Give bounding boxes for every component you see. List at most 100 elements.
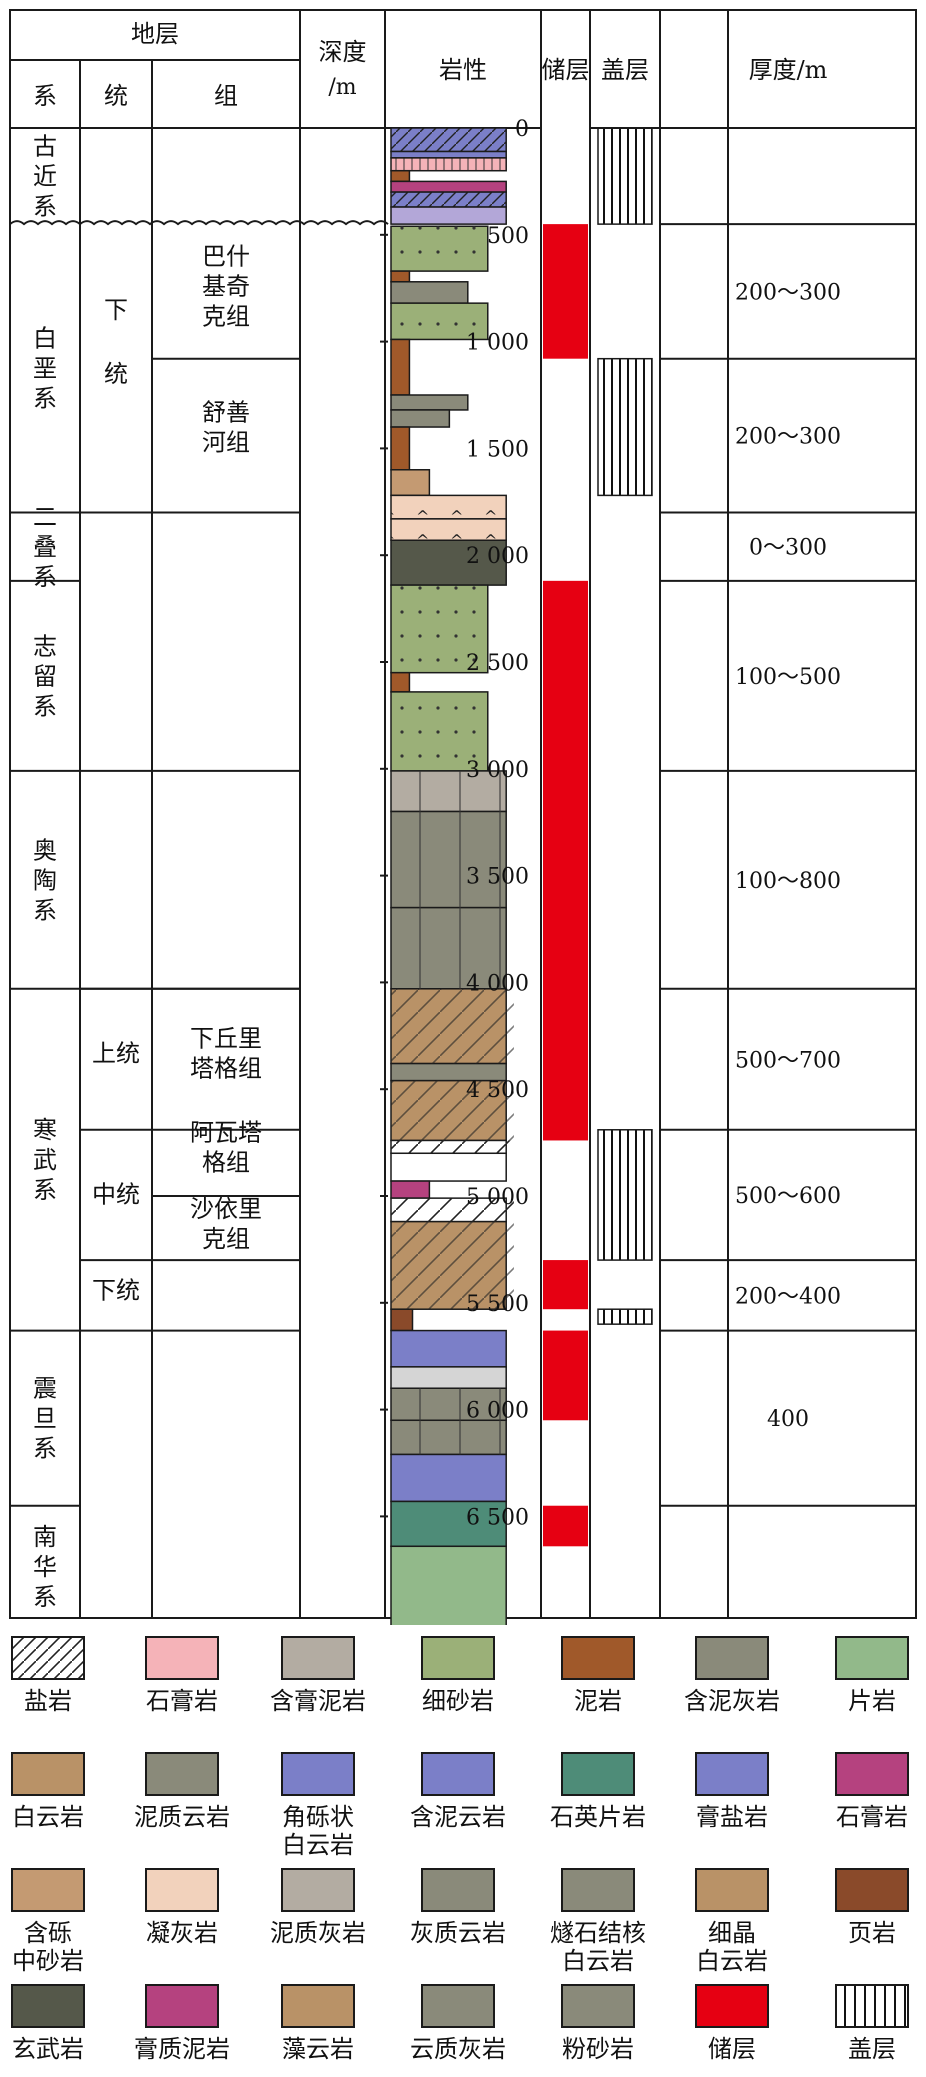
system-label: 震	[33, 1375, 57, 1403]
reservoir-interval	[543, 1260, 588, 1310]
header-depth: 深度	[319, 38, 367, 66]
lithology-layer	[390, 270, 411, 283]
legend-item-tuff: 凝灰岩	[145, 1868, 219, 1947]
series-label: 中统	[92, 1180, 140, 1208]
header-reservoir: 储层	[542, 56, 590, 84]
legend-label: 云质灰岩	[410, 2035, 506, 2063]
legend-swatch	[695, 1868, 769, 1912]
legend-item-silt: 粉砂岩	[561, 1984, 635, 2063]
depth-tick: 6 000	[466, 1399, 529, 1424]
legend-label: 石膏岩	[146, 1687, 218, 1715]
legend-label: 细晶	[708, 1919, 756, 1947]
legend-item-algal_dolo: 藻云岩	[281, 1984, 355, 2063]
legend-swatch	[421, 1636, 495, 1680]
legend-label: 膏盐岩	[696, 1803, 768, 1831]
header-depth-unit: /m	[328, 75, 356, 100]
salt-pattern	[391, 1198, 514, 1222]
thickness-value: 200～300	[735, 280, 841, 305]
legend-label: 白云岩	[696, 1947, 768, 1975]
formation-label: 沙依里	[190, 1195, 262, 1223]
legend-item-schist: 片岩	[835, 1636, 909, 1715]
legend-item-reservoir: 储层	[695, 1984, 769, 2063]
limestone-pattern	[391, 1420, 514, 1455]
system-label: 奥	[33, 836, 57, 864]
thickness-value: 0～300	[749, 536, 827, 561]
system-label: 系	[33, 1435, 57, 1463]
legend-label: 粉砂岩	[562, 2035, 634, 2063]
system-label: 旦	[33, 1405, 57, 1433]
lithology-layer	[390, 1453, 507, 1503]
lithology-legend: 盐岩石膏岩含膏泥岩细砂岩泥岩含泥灰岩片岩白云岩泥质云岩角砾状白云岩含泥云岩石英片…	[11, 1636, 909, 2063]
lithology-layer	[390, 191, 507, 208]
legend-label: 角砾状	[282, 1803, 354, 1831]
salt-pattern	[391, 1140, 514, 1154]
system-label: 华	[33, 1553, 57, 1581]
lithology-layer	[390, 1152, 507, 1182]
depth-tick: 4 500	[466, 1078, 529, 1103]
tuff-pattern	[391, 495, 514, 541]
caprock-interval	[597, 1129, 653, 1261]
legend-swatch	[561, 1984, 635, 2028]
legend-swatch	[281, 1752, 355, 1796]
legend-label: 细砂岩	[422, 1687, 494, 1715]
legend-swatch	[835, 1868, 909, 1912]
legend-swatch	[695, 1752, 769, 1796]
lithology-layer	[390, 409, 451, 428]
legend-swatch	[421, 1752, 495, 1796]
depth-tick: 3 000	[466, 758, 529, 783]
system-label: 近	[33, 162, 57, 190]
legend-item-gyp_mud: 含膏泥岩	[270, 1636, 366, 1715]
legend-label: 盖层	[848, 2035, 896, 2063]
header-strata: 地层	[131, 20, 179, 48]
series-label: 上统	[92, 1039, 140, 1067]
lithology-layer	[390, 157, 507, 172]
sand-dots	[395, 303, 484, 340]
depth-tick: 4 000	[466, 971, 529, 996]
system-label: 叠	[33, 533, 57, 561]
limestone-pattern	[391, 770, 514, 812]
lithology-layer	[390, 1308, 414, 1332]
legend-swatch	[145, 1752, 219, 1796]
legend-swatch	[281, 1636, 355, 1680]
lithology-layer	[390, 150, 507, 159]
header-lithology: 岩性	[439, 56, 487, 84]
legend-swatch	[145, 1868, 219, 1912]
legend-label: 藻云岩	[282, 2035, 354, 2063]
lithology-layer	[390, 169, 411, 183]
system-label: 志	[33, 632, 57, 660]
sand-dots	[395, 585, 484, 673]
legend-item-fine_sand: 细砂岩	[421, 1636, 495, 1715]
system-label: 系	[33, 563, 57, 591]
legend-label: 中砂岩	[12, 1947, 84, 1975]
thickness-value: 200～400	[735, 1284, 841, 1309]
legend-label: 玄武岩	[12, 2035, 84, 2063]
system-label: 垩	[33, 355, 57, 383]
legend-item-mud: 泥岩	[561, 1636, 635, 1715]
formation-label: 格组	[202, 1148, 250, 1176]
legend-label: 页岩	[848, 1919, 896, 1947]
legend-item-qtz_schist: 石英片岩	[550, 1752, 646, 1831]
legend-swatch	[421, 1868, 495, 1912]
legend-label: 含砾	[24, 1919, 72, 1947]
header-thickness: 厚度/m	[749, 56, 828, 84]
system-label: 系	[33, 192, 57, 220]
lithology-layer	[390, 1366, 507, 1389]
legend-item-lime_dolo: 灰质云岩	[410, 1868, 506, 1947]
legend-item-dolo: 白云岩	[11, 1752, 85, 1831]
legend-swatch	[11, 1636, 85, 1680]
depth-tick: 2 500	[466, 651, 529, 676]
legend-item-gyp_salt: 膏盐岩	[695, 1752, 769, 1831]
system-label: 系	[33, 896, 57, 924]
legend-swatch	[281, 1984, 355, 2028]
system-label: 系	[33, 692, 57, 720]
legend-swatch	[835, 1984, 909, 2028]
system-label: 陶	[33, 866, 57, 894]
legend-item-mud_dolo2: 含泥云岩	[410, 1752, 506, 1831]
reservoir-interval	[543, 224, 588, 359]
sand-dots	[395, 226, 484, 272]
depth-tick: 1 000	[466, 331, 529, 356]
